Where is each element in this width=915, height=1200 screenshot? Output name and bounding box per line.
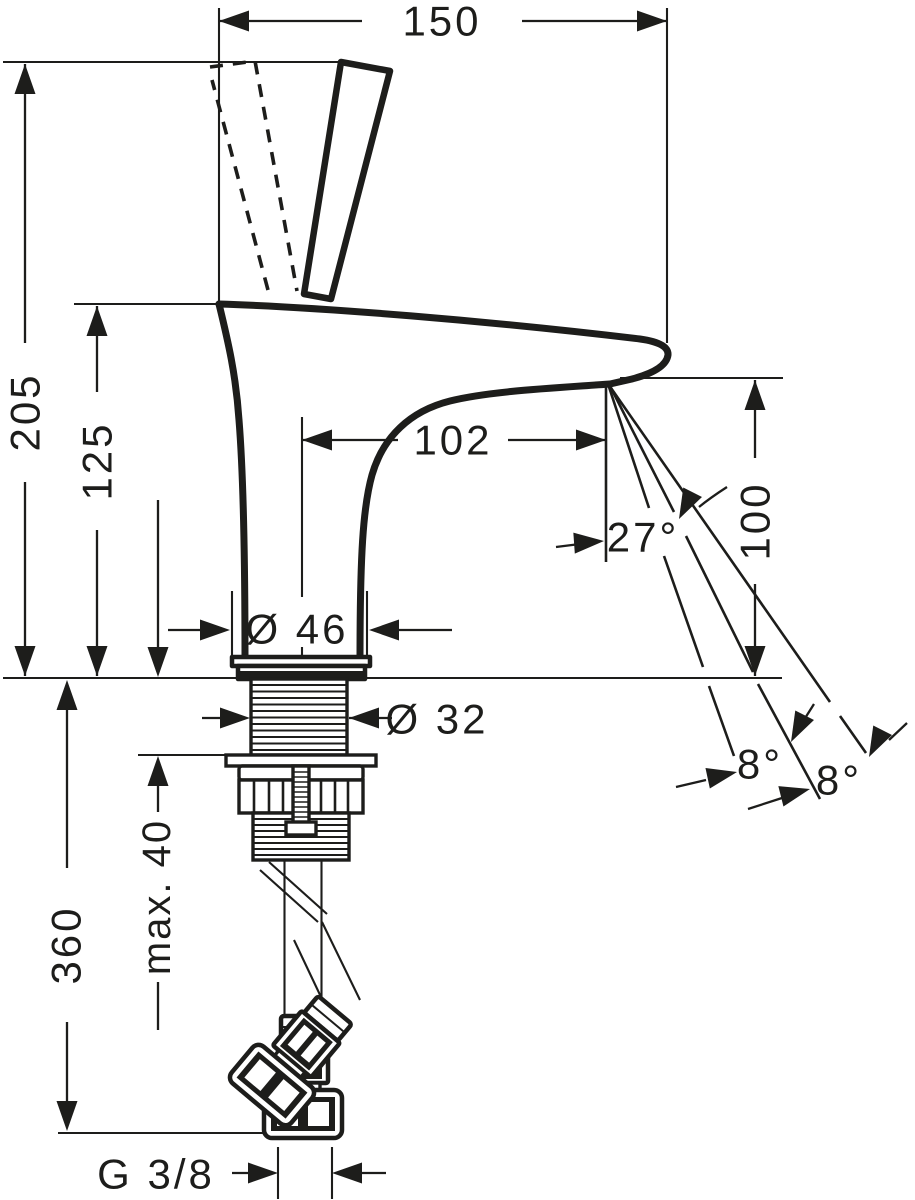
mounting-assembly — [224, 654, 378, 862]
stream-centerline-lower — [756, 683, 822, 800]
mounting-nut-slots — [252, 781, 350, 812]
dim-102-label: 102 — [413, 417, 492, 464]
stream-centerline-mid — [684, 535, 755, 673]
rod-end-flange — [284, 820, 318, 837]
stream-line-left-upper — [607, 386, 651, 509]
diagonal-hose-right-edge — [321, 921, 361, 1001]
stream-lines — [604, 385, 868, 800]
dim-100-label: 100 — [732, 481, 779, 560]
dim-205-label: 205 — [2, 372, 49, 451]
spout-underside-edge — [356, 380, 614, 664]
stream-line-left-lower — [707, 685, 736, 757]
stream-centerline-upper — [608, 385, 676, 513]
dim-360-label: 360 — [43, 905, 90, 984]
handle — [209, 58, 394, 303]
dimension-spread-right: 8° — [747, 722, 908, 811]
dimension-spread-left: 8° — [675, 703, 815, 789]
dim-dia46-label: Ø 46 — [245, 606, 348, 653]
spout-top-edge — [215, 300, 672, 388]
body-left-edge — [215, 300, 249, 664]
dimension-hose-drop: 360 — [43, 680, 90, 1131]
dim-g38-label: G 3/8 — [97, 1151, 215, 1198]
dimension-shank-diameter: Ø 32 — [202, 696, 488, 743]
dim-125-label: 125 — [74, 421, 121, 500]
dimension-connection-thread: G 3/8 — [97, 1151, 386, 1198]
dim-8deg-right-label: 8° — [816, 757, 862, 804]
dimension-overall-width: 150 — [219, 0, 667, 45]
handle-lever-dashed-position — [209, 58, 299, 292]
shank-upper-threads — [251, 684, 347, 751]
faucet-body — [215, 300, 672, 664]
stream-line-right-lower — [838, 715, 868, 754]
stream-line-left-mid — [662, 555, 705, 668]
stream-line-right-upper — [609, 387, 832, 703]
dimension-max-counter-thickness: max. 40 — [135, 500, 179, 1030]
dimension-body-height: 125 — [74, 306, 121, 676]
dimension-stream-angle: 27° — [555, 486, 728, 561]
dimension-overall-height: 205 — [2, 64, 49, 676]
diagonal-hose-tube-b — [268, 861, 328, 915]
threaded-rod — [291, 764, 311, 826]
dim-max40-label: max. 40 — [135, 819, 179, 975]
diagonal-hose-tube-a — [259, 869, 319, 923]
reference-lines — [3, 8, 783, 1199]
threaded-rod-hatch — [294, 771, 308, 818]
dim-27deg-label: 27° — [607, 514, 680, 561]
escutcheon-shadow — [240, 671, 363, 679]
dim-150-label: 150 — [402, 0, 481, 45]
dim-8deg-left-label: 8° — [737, 741, 783, 788]
handle-lever-solid — [300, 58, 394, 303]
dimension-base-diameter: Ø 46 — [168, 606, 452, 653]
dimension-outlet-height: 100 — [732, 380, 779, 676]
dim-dia32-label: Ø 32 — [385, 696, 488, 743]
supply-hoses — [227, 860, 365, 1138]
dimension-spout-reach: 102 — [302, 417, 606, 464]
